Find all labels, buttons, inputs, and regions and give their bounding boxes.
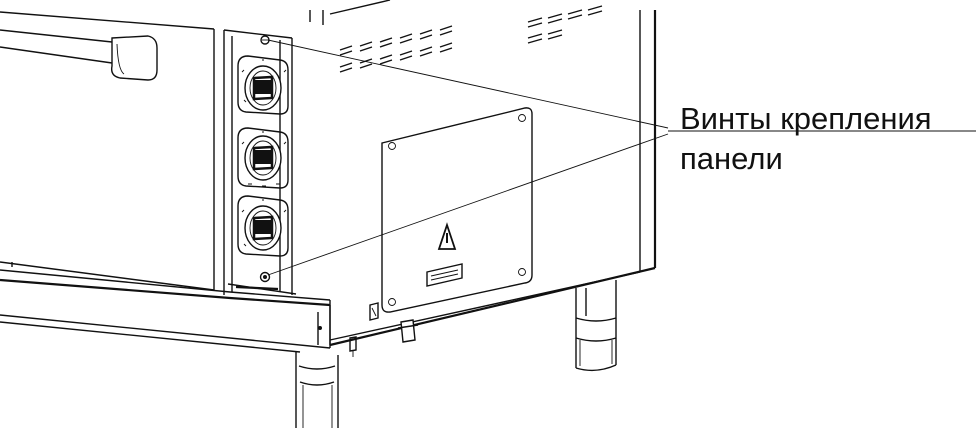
bottom-fittings — [349, 302, 419, 357]
door-handle — [0, 29, 158, 81]
vent-slots — [339, 5, 603, 73]
panel-screw-icon — [259, 271, 271, 283]
control-knob-icon — [237, 55, 289, 115]
oven-door — [0, 11, 215, 291]
warning-triangle-icon — [437, 222, 457, 250]
oven-legs — [295, 280, 617, 428]
control-knob-icon — [237, 195, 289, 257]
control-knob-icon — [237, 127, 289, 189]
info-plate — [426, 263, 463, 287]
panel-screw-icon — [260, 35, 270, 45]
callout-label-line-1: Винты крепления — [680, 101, 932, 136]
control-panel — [223, 29, 297, 295]
callout-label-line-2: панели — [680, 141, 783, 176]
side-access-panel — [381, 107, 533, 313]
callout-leaders — [267, 39, 976, 276]
oven-base — [0, 269, 331, 353]
